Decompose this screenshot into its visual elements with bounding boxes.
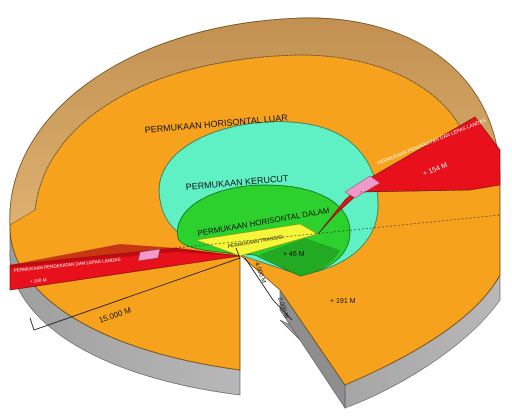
outer-rim-dotted bbox=[34, 54, 471, 211]
inner-horizontal-dark bbox=[258, 238, 340, 276]
runway-marker-right bbox=[344, 175, 381, 199]
label-elevation-inner: + 46 M bbox=[283, 251, 305, 258]
dimension-radius-outer bbox=[29, 247, 241, 331]
label-elevation-left: + 150 M bbox=[30, 277, 47, 284]
runway-marker-left bbox=[137, 248, 161, 262]
cross-dotted-line bbox=[174, 214, 501, 249]
dimension-radius-inner bbox=[244, 257, 274, 301]
label-elevation-outer: + 191 M bbox=[330, 298, 356, 305]
approach-surface-left-top bbox=[10, 244, 240, 268]
dimension-conical-width bbox=[272, 299, 293, 321]
